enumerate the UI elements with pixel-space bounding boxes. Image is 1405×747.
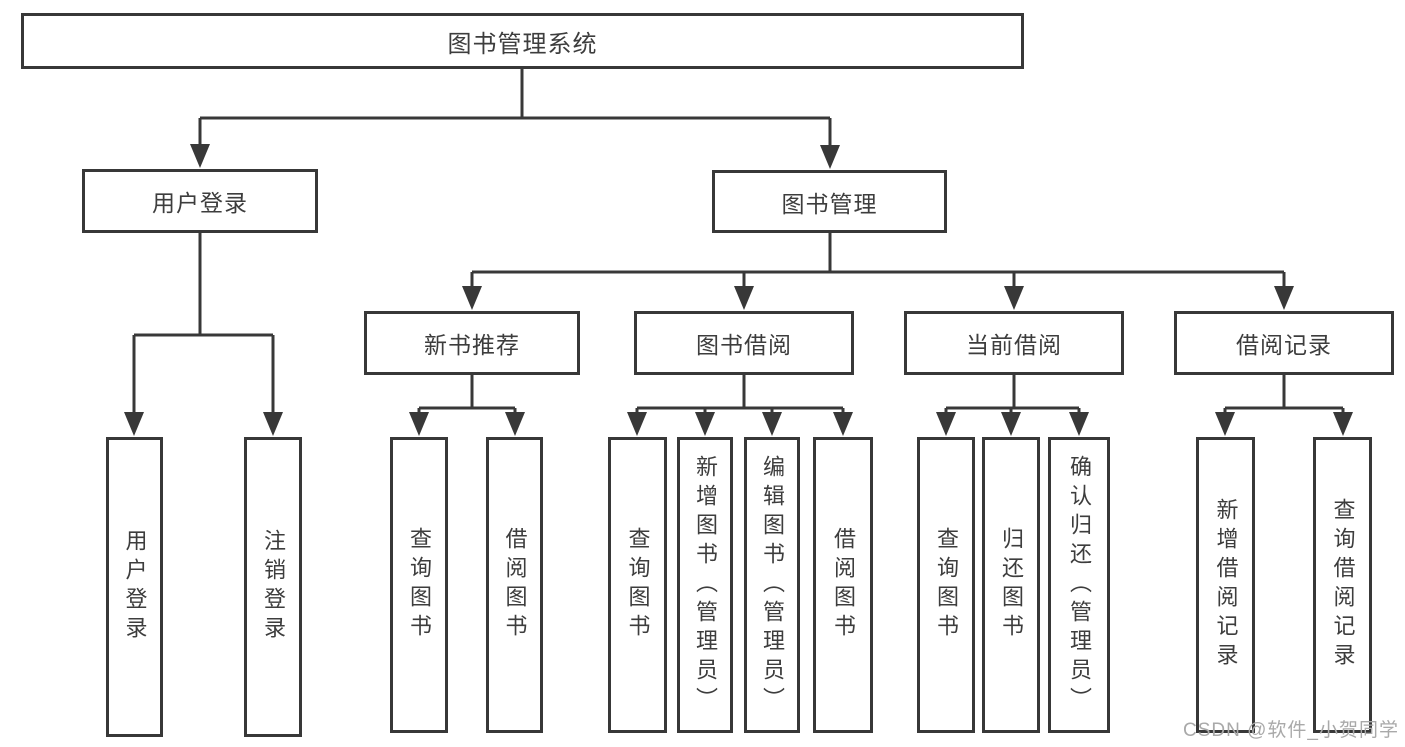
connector-book-management xyxy=(470,233,1286,292)
arrow-icon xyxy=(695,412,715,436)
connector-root xyxy=(198,69,832,151)
arrow-icon xyxy=(762,412,782,436)
arrow-icon xyxy=(1215,412,1235,436)
connector-book-borrow xyxy=(635,375,845,418)
arrow-icon xyxy=(1274,286,1294,310)
node-book-borrow: 图书借阅 xyxy=(634,311,854,375)
node-book-management: 图书管理 xyxy=(712,170,947,233)
arrow-icon xyxy=(263,412,283,436)
leaf-recommend-query-book: 查询图书 xyxy=(390,437,448,733)
leaf-borrow-add-book-admin: 新增图书（管理员） xyxy=(677,437,733,733)
node-current-borrow: 当前借阅 xyxy=(904,311,1124,375)
arrow-icon xyxy=(1333,412,1353,436)
arrow-icon xyxy=(820,145,840,169)
leaf-records-add-record: 新增借阅记录 xyxy=(1196,437,1255,733)
arrow-icon xyxy=(833,412,853,436)
leaf-current-confirm-return-admin: 确认归还（管理员） xyxy=(1048,437,1110,733)
connector-borrow-records xyxy=(1223,375,1345,418)
arrow-icon xyxy=(462,286,482,310)
arrow-icon xyxy=(409,412,429,436)
arrow-icon xyxy=(124,412,144,436)
leaf-logout: 注销登录 xyxy=(244,437,302,737)
leaf-current-return-book: 归还图书 xyxy=(982,437,1040,733)
leaf-records-query-record: 查询借阅记录 xyxy=(1313,437,1372,733)
arrow-icon xyxy=(627,412,647,436)
leaf-user-login: 用户登录 xyxy=(106,437,163,737)
leaf-recommend-borrow-book: 借阅图书 xyxy=(486,437,543,733)
node-new-book-recommend: 新书推荐 xyxy=(364,311,580,375)
leaf-current-query-book: 查询图书 xyxy=(917,437,975,733)
connector-user-login xyxy=(132,233,275,418)
arrow-icon xyxy=(505,412,525,436)
arrow-icon xyxy=(190,144,210,168)
arrow-icon xyxy=(936,412,956,436)
connector-current-borrow xyxy=(944,375,1081,418)
arrow-icon xyxy=(734,286,754,310)
csdn-watermark: CSDN @软件_小贺同学 xyxy=(1183,720,1399,741)
leaf-borrow-edit-book-admin: 编辑图书（管理员） xyxy=(744,437,800,733)
leaf-borrow-borrow-book: 借阅图书 xyxy=(813,437,873,733)
node-user-login: 用户登录 xyxy=(82,169,318,233)
arrow-icon xyxy=(1004,286,1024,310)
leaf-borrow-query-book: 查询图书 xyxy=(608,437,667,733)
connector-new-book-recommend xyxy=(417,375,517,418)
node-root-library-system: 图书管理系统 xyxy=(21,13,1024,69)
arrow-icon xyxy=(1069,412,1089,436)
node-borrow-records: 借阅记录 xyxy=(1174,311,1394,375)
arrow-icon xyxy=(1001,412,1021,436)
